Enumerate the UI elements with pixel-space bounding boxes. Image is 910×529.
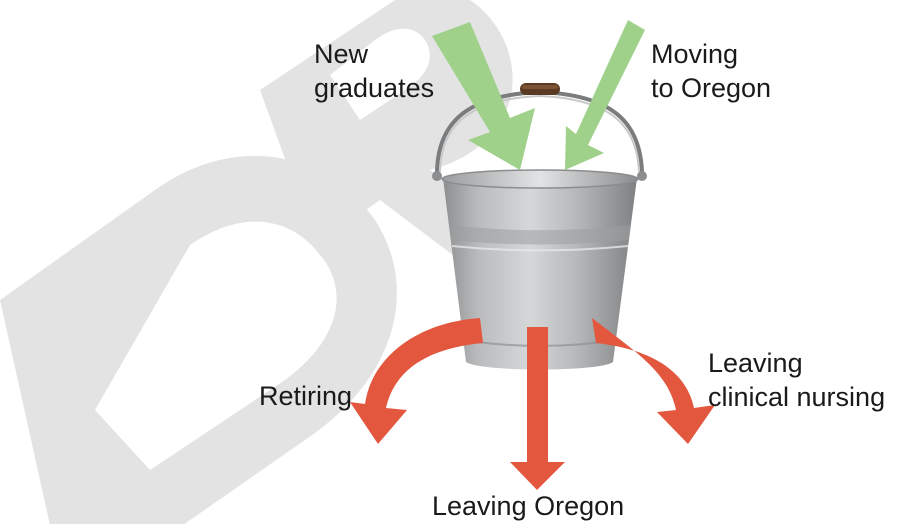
- label-line: graduates: [314, 73, 435, 103]
- label-leaving-clinical-nursing: Leaving clinical nursing: [708, 346, 885, 414]
- label-line: to Oregon: [651, 73, 772, 103]
- draft-watermark: [0, 0, 520, 529]
- inflow-arrow-new-graduates: [432, 22, 535, 170]
- bucket-body: [441, 169, 639, 370]
- label-line: Retiring: [259, 381, 353, 411]
- label-line: Moving: [651, 39, 739, 69]
- outflow-arrow-retiring: [350, 318, 483, 444]
- label-line: New: [314, 39, 369, 69]
- inflow-arrow-moving-to-oregon: [565, 20, 645, 170]
- outflow-arrow-leaving-clinical-nursing: [592, 318, 715, 444]
- label-retiring: Retiring: [259, 379, 352, 413]
- watermark-letter-d: [0, 155, 397, 529]
- label-line: Leaving Oregon: [432, 491, 625, 521]
- outflow-arrows: [350, 318, 715, 490]
- bucket-handle: [432, 83, 647, 181]
- outflow-arrow-leaving-oregon: [510, 327, 565, 490]
- label-leaving-oregon: Leaving Oregon: [432, 489, 624, 523]
- inflow-arrows: [432, 20, 645, 170]
- label-new-graduates: New graduates: [314, 37, 434, 105]
- label-line: Leaving: [708, 348, 803, 378]
- label-line: clinical nursing: [708, 382, 886, 412]
- label-moving-to-oregon: Moving to Oregon: [651, 37, 771, 105]
